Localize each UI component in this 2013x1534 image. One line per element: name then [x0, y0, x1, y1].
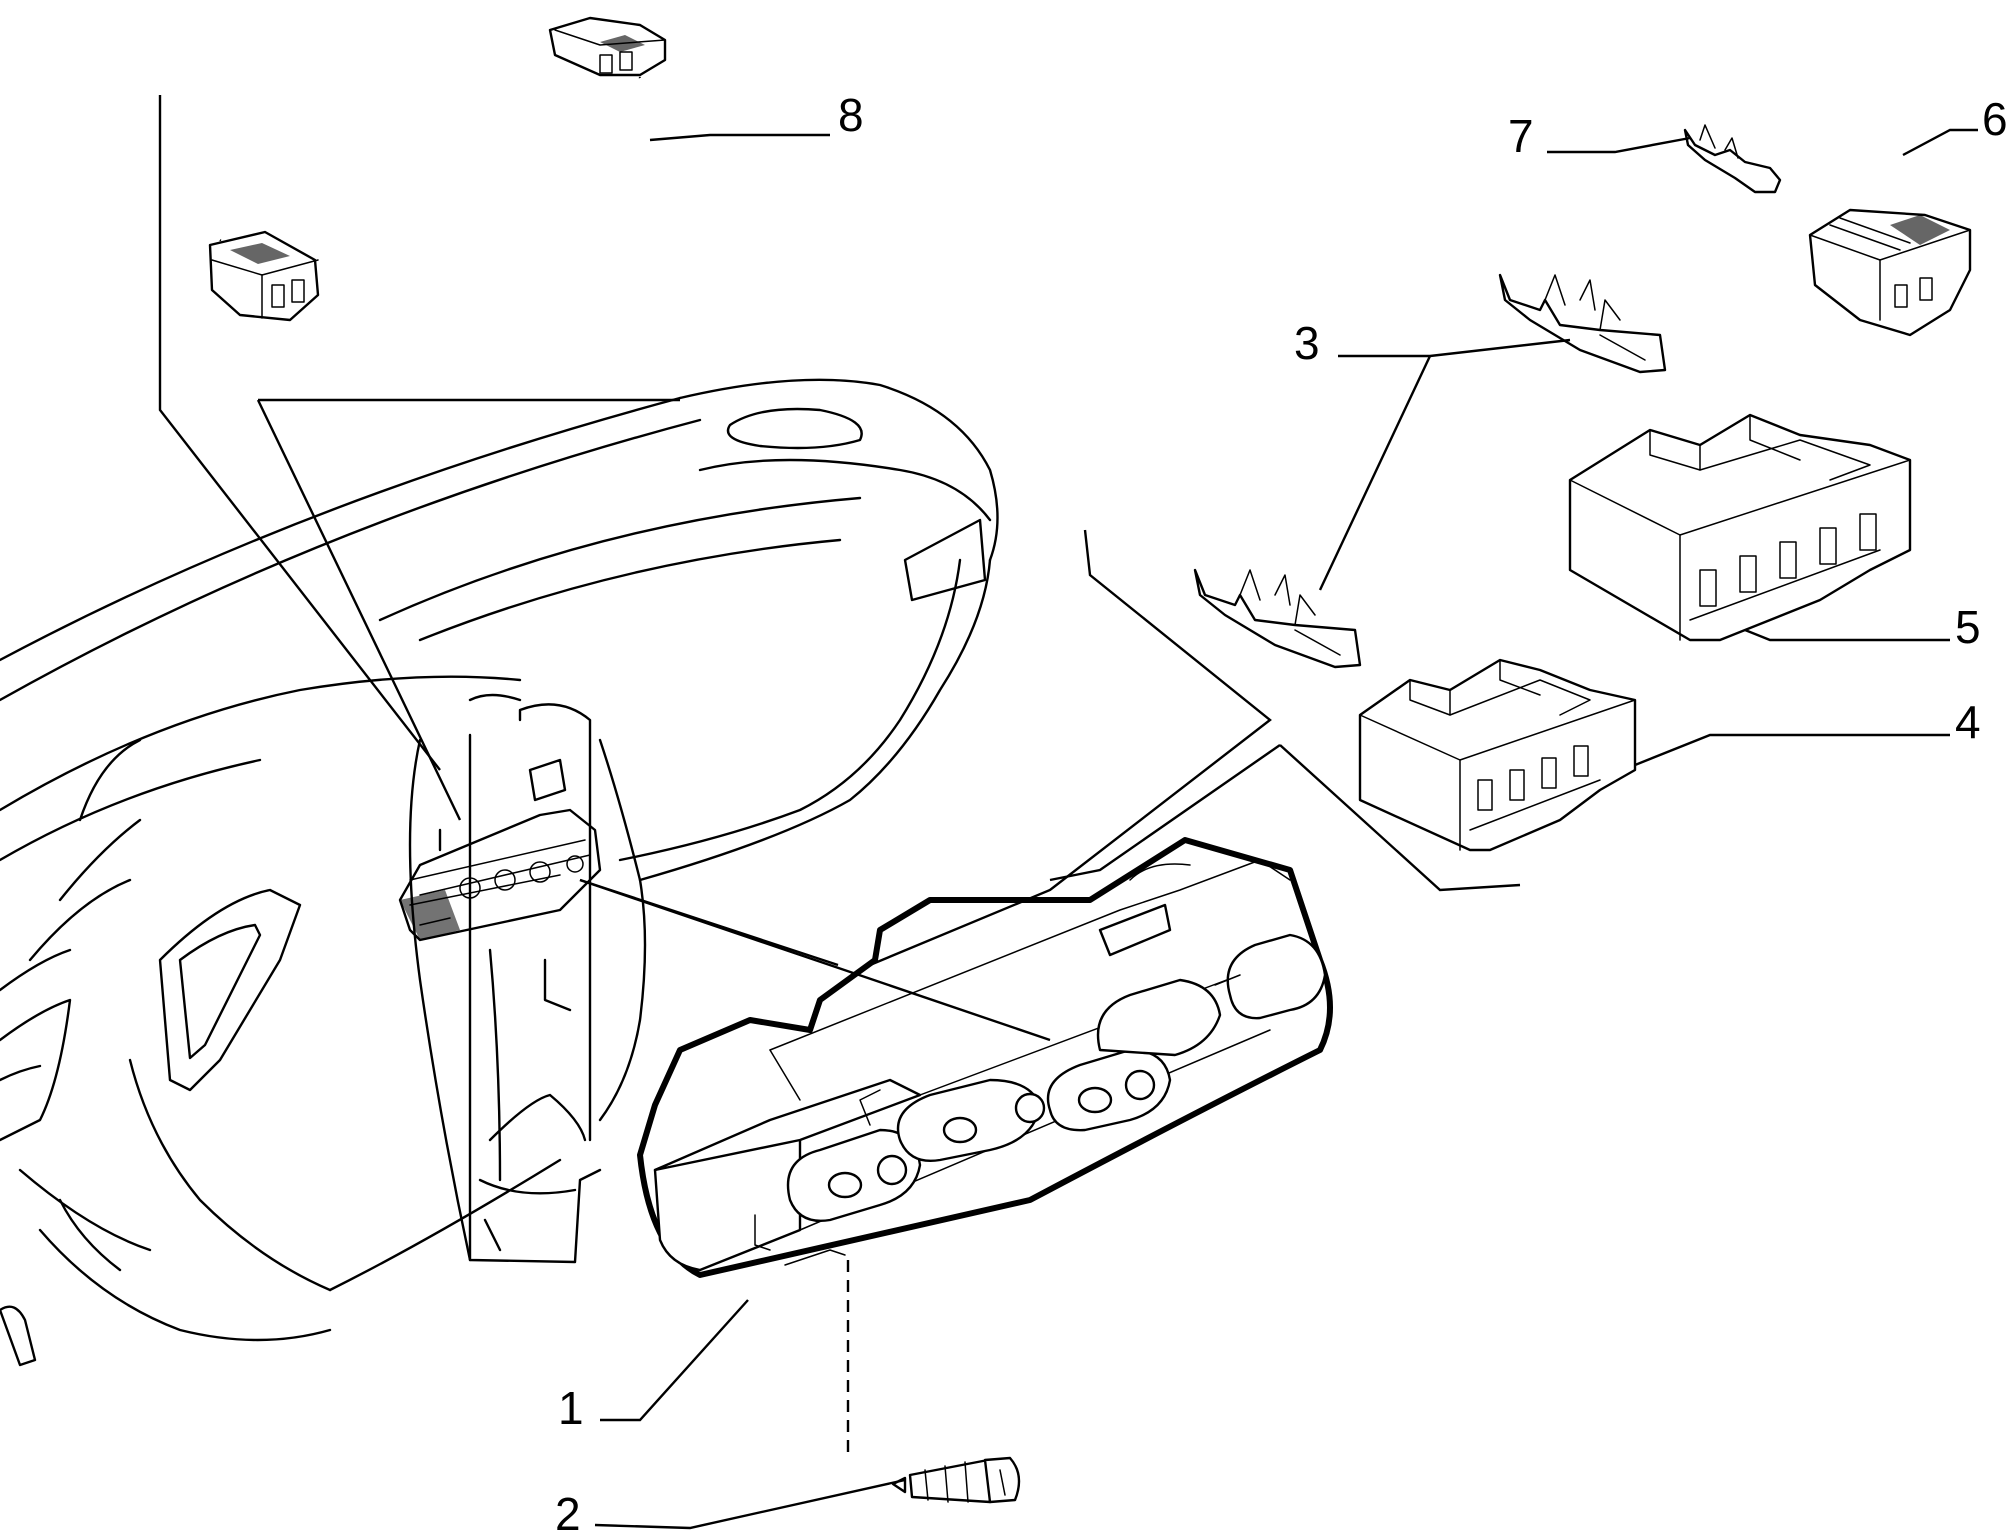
callout-1: 1	[558, 1382, 584, 1434]
control-panel	[637, 837, 1333, 1278]
callout-4: 4	[1955, 696, 1981, 748]
callout-3: 3	[1294, 317, 1320, 369]
callout-6: 6	[1982, 93, 2008, 145]
connector-part	[1808, 208, 1972, 337]
control-knobs	[786, 933, 1327, 1222]
callout-2: 2	[555, 1488, 581, 1534]
dashboard-outline	[0, 378, 999, 1367]
terminal-part-upper	[1498, 273, 1667, 374]
screw-part	[846, 1260, 1021, 1504]
callout-7: 7	[1508, 110, 1534, 162]
connector-housing-large	[1568, 413, 1912, 642]
callout-labels: 1 2 3 4 5 6 7 8	[555, 89, 2008, 1534]
reference-lines	[158, 95, 1521, 1042]
callout-5: 5	[1955, 601, 1981, 653]
connector-housing-small	[1358, 658, 1637, 852]
leader-lines	[594, 128, 1978, 1530]
small-terminal-part	[1683, 124, 1782, 194]
terminal-part-lower	[1193, 568, 1362, 669]
wiring-harness-part	[204, 16, 667, 322]
callout-8: 8	[838, 89, 864, 141]
